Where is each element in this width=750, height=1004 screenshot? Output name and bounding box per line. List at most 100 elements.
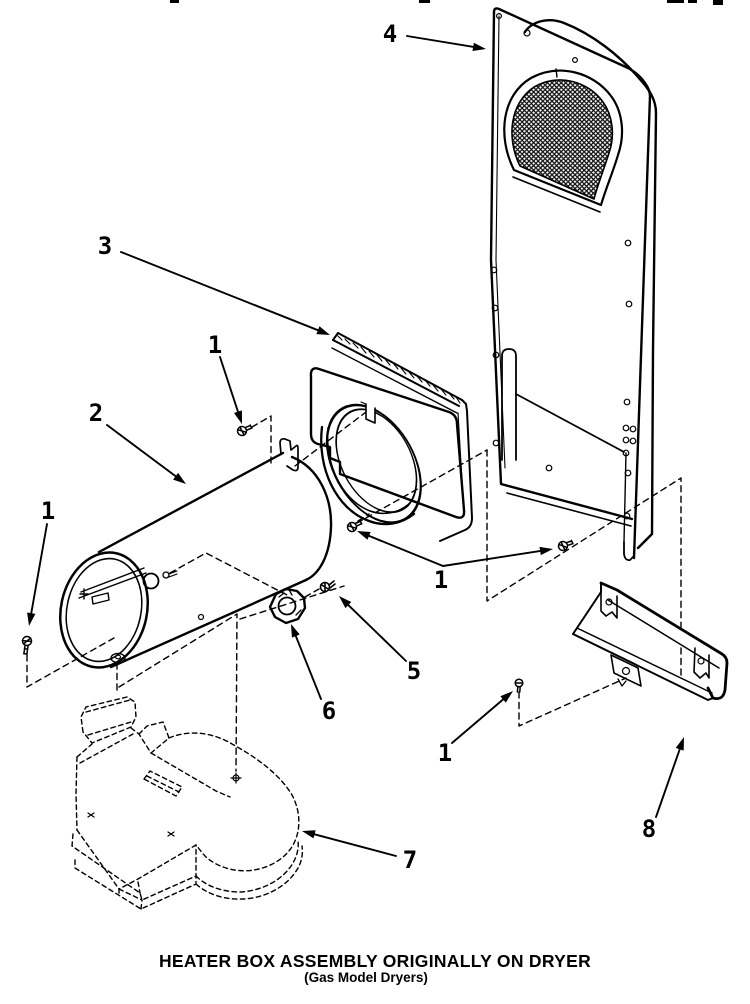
screw-bottom-stroke <box>516 686 521 693</box>
leader-line <box>106 424 179 479</box>
part4-heater-box-cover-stroke-stroke <box>625 300 633 308</box>
part2-heater-box-stroke-stroke <box>91 592 110 605</box>
part4-heater-box-cover-stroke-stroke <box>523 29 531 37</box>
part8-shield-bracket-stroke <box>607 599 720 669</box>
alignment-dashed-lines-stroke <box>357 513 370 522</box>
part4-heater-box-cover-stroke-stroke <box>624 469 632 477</box>
part3-heater-box-flange-stroke <box>332 332 339 341</box>
screw-top-stroke <box>236 426 248 436</box>
leader-line <box>120 251 321 332</box>
part4-heater-box-cover-stroke <box>523 19 658 550</box>
screw-panel-stroke <box>557 541 569 551</box>
part3-heater-box-flange-stroke <box>332 339 460 407</box>
part8-shield-bracket-stroke <box>600 591 618 619</box>
part7-base-plate-stroke <box>80 696 137 744</box>
part3-heater-box-flange-stroke <box>337 332 463 401</box>
part4-heater-box-cover-stroke-stroke <box>491 304 499 312</box>
arrowhead <box>539 546 553 556</box>
part4-heater-box-cover-stroke-stroke <box>623 398 631 406</box>
part3-heater-box-flange <box>309 332 473 542</box>
part-number-label: 8 <box>642 815 656 843</box>
part2-heater-box-stroke <box>110 652 126 664</box>
scan-artifacts-stroke <box>713 0 723 5</box>
part7-base-plate-stroke <box>85 699 132 736</box>
part7-base-plate-stroke <box>138 721 170 754</box>
part5-screw <box>319 580 336 593</box>
part-number-label: 1 <box>41 497 55 525</box>
part4-heater-box-cover-stroke-stroke <box>623 512 631 520</box>
alignment-dashed-lines-stroke <box>486 449 682 631</box>
screw-top-stroke <box>244 424 253 431</box>
part6-burner-flange-stroke <box>268 587 307 625</box>
part4-heater-box-cover-stroke-stroke <box>622 424 630 432</box>
alignment-dashed-lines-stroke <box>251 415 272 465</box>
part5-screw-stroke <box>328 580 336 589</box>
part2-heater-box-stroke <box>78 567 147 605</box>
leader-line <box>366 534 444 567</box>
part4-heater-box-cover-stroke-stroke <box>629 437 637 445</box>
part8-shield-bracket-stroke <box>572 627 578 635</box>
alignment-dashed-lines-stroke <box>518 677 627 727</box>
alignment-dashed-lines-stroke <box>294 411 367 467</box>
alignment-dashed-lines-stroke <box>356 449 488 524</box>
part2-heater-box-stroke-stroke <box>78 567 147 599</box>
part4-heater-box-cover-stroke-stroke <box>492 439 500 447</box>
part3-heater-box-flange-stroke <box>365 403 376 424</box>
arrowhead <box>291 624 300 638</box>
part8-shield-bracket-stroke <box>572 582 714 701</box>
part-number-label: 3 <box>98 232 112 260</box>
part2-heater-box-stroke <box>58 551 150 669</box>
part7-base-plate-stroke <box>118 881 143 910</box>
part7-base-plate-stroke <box>118 732 300 890</box>
leader-line <box>655 746 682 818</box>
part7-base-plate-stroke <box>130 727 140 735</box>
part2-heater-box-stroke <box>114 654 122 660</box>
part7-base-plate-stroke <box>195 845 304 900</box>
part8-shield-bracket-stroke <box>576 627 713 694</box>
part-number-label: 2 <box>89 399 103 427</box>
part7-base-plate <box>71 696 304 910</box>
part2-heater-box-stroke <box>97 451 285 554</box>
alignment-dashed-lines-stroke <box>169 552 288 596</box>
part6-burner-flange <box>268 587 307 625</box>
part2-heater-box-stroke <box>109 578 308 669</box>
part-number-label: 5 <box>407 657 421 685</box>
part4-heater-box-cover-stroke <box>515 393 625 453</box>
part4-heater-box-cover-stroke <box>501 348 517 461</box>
part2-heater-box-stroke-stroke <box>79 588 89 600</box>
leader-line <box>345 602 407 662</box>
alignment-dashed-lines-stroke <box>26 637 115 688</box>
screw-fasteners <box>21 424 574 693</box>
part8-shield-bracket-stroke <box>693 647 710 679</box>
part8-shield-bracket-stroke <box>599 581 729 701</box>
part4-heater-box-cover-stroke <box>623 452 627 543</box>
screw-left-stroke <box>21 637 33 645</box>
part7-base-plate-stroke <box>230 772 242 784</box>
part3-heater-box-flange-stroke <box>326 427 410 515</box>
screw-flange-stroke <box>346 522 358 532</box>
screw-left <box>21 635 33 655</box>
part7-base-plate-stroke <box>76 743 93 758</box>
alignment-dashed-lines-stroke <box>239 585 345 620</box>
part7-base-plate-stroke <box>143 770 183 797</box>
part7-base-plate-stroke <box>146 775 180 793</box>
part8-shield-bracket-stroke <box>610 654 642 687</box>
part2-heater-box <box>58 437 333 669</box>
leader-line <box>311 832 397 857</box>
gasket-hatching <box>337 335 461 404</box>
part5-screw-stroke <box>320 581 330 593</box>
part4-heater-box-cover-stroke-stroke <box>629 425 637 433</box>
part4-heater-box-cover-stroke-stroke <box>624 239 632 247</box>
caption-title: HEATER BOX ASSEMBLY ORIGINALLY ON DRYER <box>158 951 592 971</box>
part7-base-plate-stroke <box>75 756 78 831</box>
arrowhead <box>675 737 684 751</box>
screw-panel <box>557 539 574 552</box>
part-number-label: 4 <box>383 20 397 48</box>
part3-heater-box-flange-stroke <box>320 425 416 526</box>
screw-left-stroke <box>23 644 29 655</box>
part4-heater-box-cover-stroke <box>511 79 614 200</box>
part4-heater-box-cover <box>489 7 658 562</box>
